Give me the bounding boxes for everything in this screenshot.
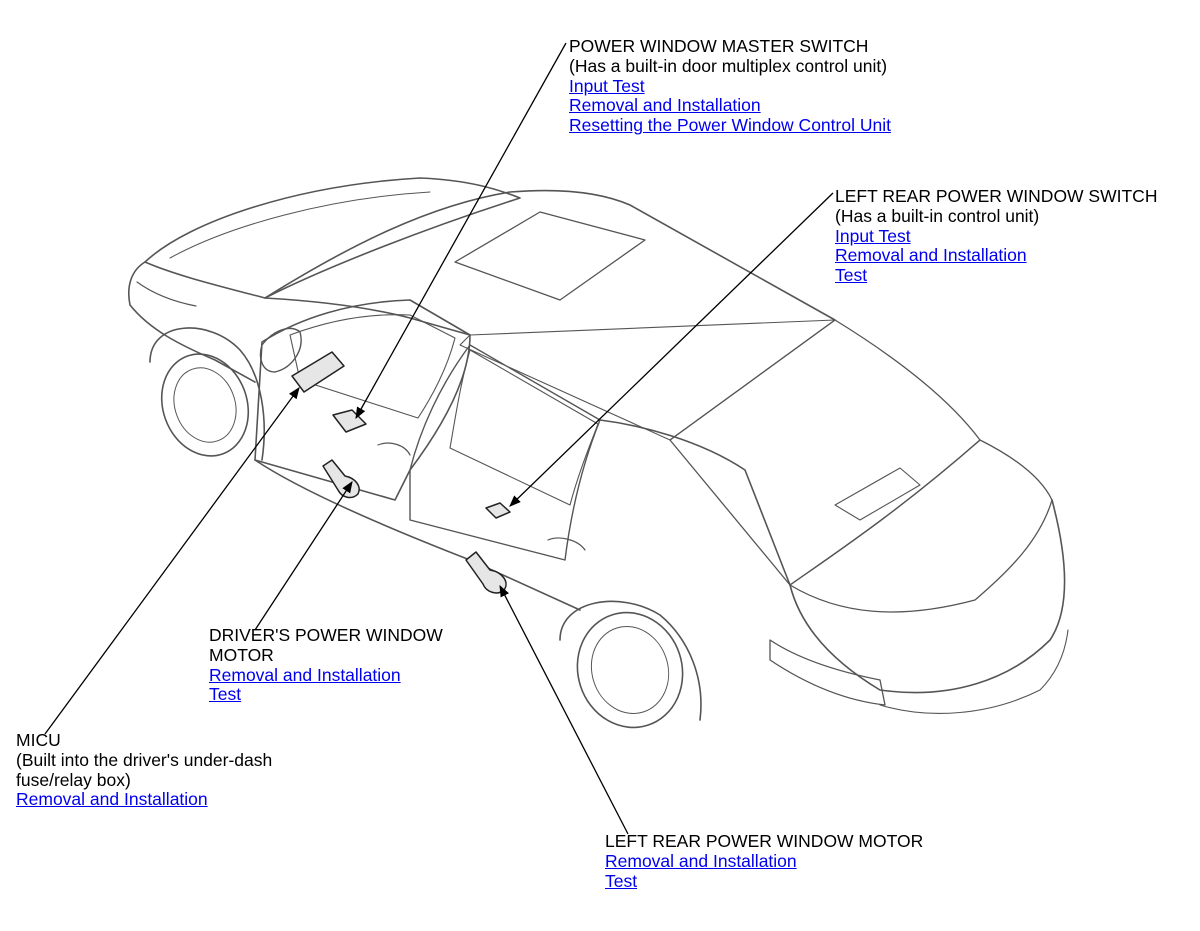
front-wheel-arch (149, 327, 265, 461)
rear-lower-valance (879, 629, 1069, 714)
a-pillar (264, 297, 471, 336)
master-switch-input-test-link[interactable]: Input Test (569, 75, 645, 96)
c-pillar (599, 419, 791, 586)
leader-arrow-micu (44, 387, 300, 735)
driver-motor-component (322, 459, 360, 499)
open-door (254, 299, 471, 501)
drivers-motor-title-line1: DRIVER'S POWER WINDOW (209, 625, 443, 645)
left-rear-switch-removal-link[interactable]: Removal and Installation (835, 245, 1027, 266)
master-switch-title: POWER WINDOW MASTER SWITCH (569, 36, 869, 56)
left-rear-switch-note: (Has a built-in control unit) (835, 205, 1040, 226)
open-door-window (289, 314, 456, 419)
micu-note-line2: fuse/relay box) (16, 769, 131, 790)
left-rear-switch-input-test-link[interactable]: Input Test (835, 225, 911, 246)
front-wheel-rim (173, 367, 237, 443)
micu-callout: MICU (Built into the driver's under-dash… (16, 730, 273, 810)
master-switch-removal-link[interactable]: Removal and Installation (569, 95, 761, 116)
micu-removal-link[interactable]: Removal and Installation (16, 789, 208, 810)
left-rear-switch-title: LEFT REAR POWER WINDOW SWITCH (835, 186, 1158, 206)
roof-panel (459, 319, 836, 441)
trunk-lid (789, 439, 1053, 613)
micu-fuse-box (291, 351, 345, 393)
headlight (136, 281, 197, 307)
left-rear-motor-callout: LEFT REAR POWER WINDOW MOTOR Removal and… (605, 831, 924, 891)
side-mirror (259, 327, 302, 373)
micu-note-line1: (Built into the driver's under-dash (16, 749, 273, 770)
rear-window (669, 319, 981, 586)
front-wheel (160, 353, 250, 457)
left-rear-switch-test-link[interactable]: Test (835, 265, 868, 286)
left-rear-switch-callout: LEFT REAR POWER WINDOW SWITCH (Has a bui… (835, 186, 1158, 286)
leader-arrow-driver-motor (254, 481, 353, 631)
master-switch-reset-link[interactable]: Resetting the Power Window Control Unit (569, 115, 891, 136)
left-rear-motor-title: LEFT REAR POWER WINDOW MOTOR (605, 831, 924, 851)
drivers-motor-callout: DRIVER'S POWER WINDOW MOTOR Removal and … (209, 625, 443, 705)
drivers-motor-removal-link[interactable]: Removal and Installation (209, 664, 401, 685)
taillight (769, 639, 886, 706)
master-switch-note: (Has a built-in door multiplex control u… (569, 55, 888, 76)
master-switch-callout: POWER WINDOW MASTER SWITCH (Has a built-… (569, 36, 891, 136)
left-rear-motor-removal-link[interactable]: Removal and Installation (605, 850, 797, 871)
front-fascia (128, 261, 256, 383)
hood-outline (144, 177, 521, 299)
hood-crease (169, 191, 431, 259)
sunroof (454, 211, 646, 301)
trunk-emblem (834, 467, 921, 521)
drivers-motor-title-line2: MOTOR (209, 644, 274, 665)
drivers-motor-test-link[interactable]: Test (209, 684, 242, 705)
micu-title: MICU (16, 730, 61, 750)
left-rear-motor-test-link[interactable]: Test (605, 870, 638, 891)
master-switch-component (332, 409, 367, 433)
rocker-panel (254, 459, 581, 611)
leader-arrow-master-switch (355, 42, 567, 420)
rear-door (409, 344, 601, 561)
left-rear-switch-component (485, 502, 511, 519)
front-door-handle (377, 442, 411, 456)
leader-arrow-left-rear-motor (499, 584, 629, 835)
windshield-frame (264, 189, 836, 321)
rear-wheel-rim (590, 626, 670, 714)
rear-wheel (576, 611, 684, 729)
leader-arrow-left-rear-switch (509, 192, 834, 507)
rear-bumper (789, 499, 1066, 694)
rear-door-window (449, 349, 599, 506)
rear-wheel-arch (559, 600, 702, 721)
rear-door-handle (547, 537, 586, 551)
